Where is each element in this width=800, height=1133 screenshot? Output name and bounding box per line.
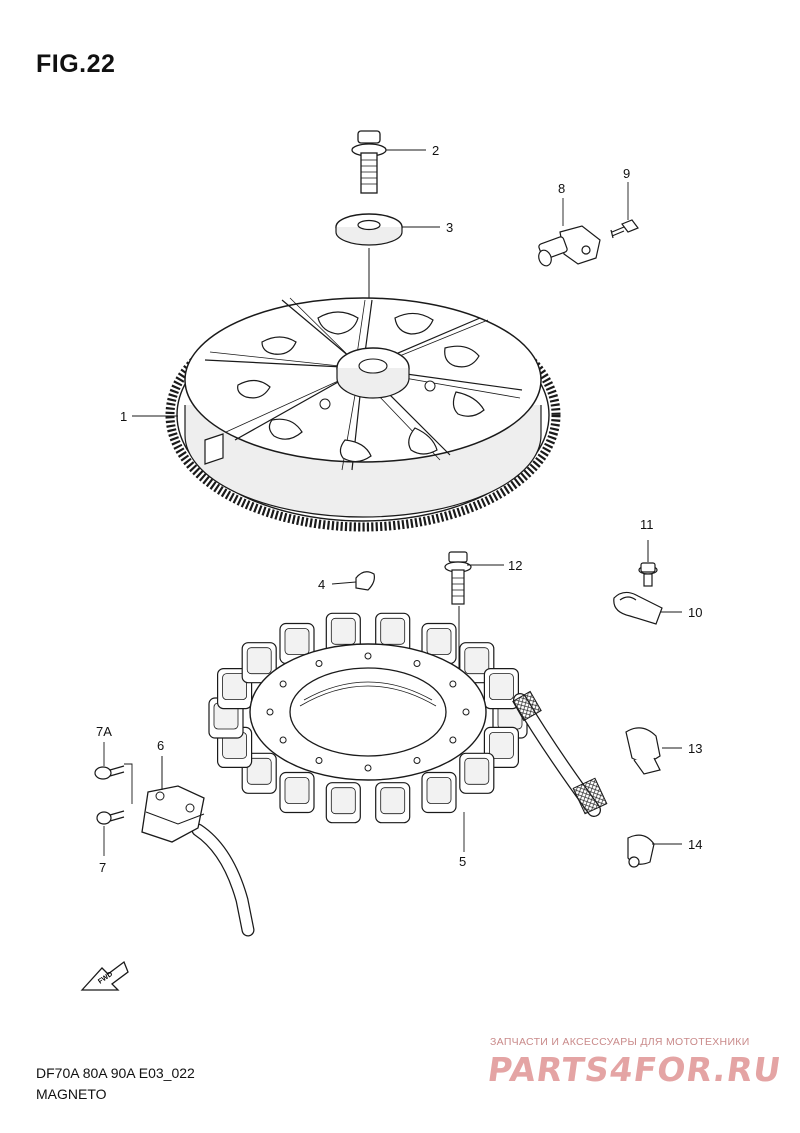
stator-pole-shoe bbox=[375, 612, 411, 654]
callout-10: 10 bbox=[688, 605, 702, 620]
pulser-coil-part-6[interactable] bbox=[141, 785, 255, 937]
cable-clamp-part-14[interactable] bbox=[627, 834, 655, 868]
callout-6: 6 bbox=[157, 738, 164, 753]
stator-bolt-hole bbox=[279, 680, 287, 688]
wire-clamp-part-10[interactable] bbox=[613, 591, 663, 625]
woodruff-key-part-4[interactable] bbox=[355, 571, 375, 591]
stator-bolt-hole bbox=[462, 708, 470, 716]
watermark-tagline: ЗАПЧАСТИ И АКСЕССУАРЫ ДЛЯ МОТОТЕХНИКИ bbox=[490, 1036, 750, 1048]
flywheel-washer-part-3[interactable] bbox=[335, 213, 403, 246]
callout-2: 2 bbox=[432, 143, 439, 158]
callout-4: 4 bbox=[318, 577, 325, 592]
stator-pole-shoe bbox=[375, 782, 411, 824]
callout-8: 8 bbox=[558, 181, 565, 196]
watermark-logo: PARTS4FOR.RU bbox=[485, 1050, 784, 1089]
stator-bolt-hole bbox=[364, 652, 372, 660]
clamp-bolt-part-11[interactable] bbox=[638, 562, 658, 587]
stator-bolt-hole bbox=[266, 708, 274, 716]
flywheel-part-1[interactable] bbox=[165, 297, 561, 532]
callout-9: 9 bbox=[623, 166, 630, 181]
callout-13: 13 bbox=[688, 741, 702, 756]
callout-5: 5 bbox=[459, 854, 466, 869]
callout-labels: 2 3 1 4 12 8 9 11 10 13 14 5 6 7A 7 bbox=[96, 143, 702, 875]
stator-pole-shoe bbox=[421, 771, 457, 814]
callout-1: 1 bbox=[120, 409, 127, 424]
stator-pole-shoe bbox=[217, 667, 253, 710]
figure-title: FIG.22 bbox=[36, 50, 116, 78]
stator-bolt-hole bbox=[449, 680, 457, 688]
stator-part-5[interactable] bbox=[208, 612, 608, 824]
stator-pole-shoe bbox=[325, 612, 361, 654]
figure-name: MAGNETO bbox=[36, 1086, 107, 1102]
stator-bolt-part-12[interactable] bbox=[444, 551, 472, 605]
cable-clamp-part-13[interactable] bbox=[625, 727, 661, 775]
screw-part-7a[interactable] bbox=[94, 765, 125, 780]
stator-pole-shoe bbox=[279, 771, 315, 814]
stator-bolt-hole bbox=[279, 736, 287, 744]
callout-12: 12 bbox=[508, 558, 522, 573]
figure-code: DF70A 80A 90A E03_022 bbox=[36, 1065, 195, 1081]
callout-7: 7 bbox=[99, 860, 106, 875]
stator-bolt-hole bbox=[449, 736, 457, 744]
crank-position-sensor-part-8[interactable] bbox=[537, 225, 601, 268]
stator-pole-shoe bbox=[241, 642, 277, 684]
stator-bolt-hole bbox=[413, 660, 421, 667]
stator-bolt-hole bbox=[364, 764, 372, 772]
stator-bolt-hole bbox=[315, 660, 323, 667]
sensor-screw-part-9[interactable] bbox=[610, 219, 639, 239]
leader-lines bbox=[103, 149, 682, 856]
screw-part-7[interactable] bbox=[96, 810, 125, 825]
callout-11: 11 bbox=[640, 517, 654, 532]
stator-pole-shoe bbox=[279, 622, 315, 665]
callout-3: 3 bbox=[446, 220, 453, 235]
stator-bolt-hole bbox=[413, 757, 421, 764]
stator-bolt-hole bbox=[315, 757, 323, 764]
stator-pole-shoe bbox=[325, 782, 361, 824]
callout-14: 14 bbox=[688, 837, 702, 852]
callout-7a: 7A bbox=[96, 724, 112, 739]
forward-direction-arrow: FWD bbox=[80, 960, 129, 991]
stator-pole-shoe bbox=[459, 752, 495, 794]
stator-pole-shoe bbox=[483, 667, 519, 710]
flywheel-bolt-part-2[interactable] bbox=[351, 130, 387, 194]
